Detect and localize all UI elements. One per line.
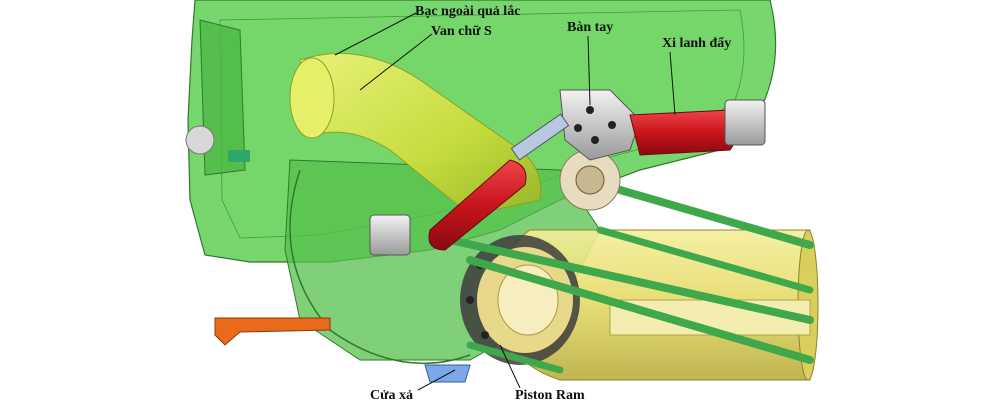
leader-outlet	[417, 369, 456, 391]
leader-hand	[587, 35, 591, 106]
label-piston-ram: Piston Ram	[515, 388, 585, 403]
tie-rod-4	[596, 226, 814, 294]
tie-rod-5	[466, 341, 564, 374]
piston-bolt-2	[466, 296, 474, 304]
leader-s-valve	[359, 33, 433, 91]
hand-bolt-4	[574, 124, 582, 132]
bearing-inner	[575, 165, 605, 195]
piston-bolt-3	[481, 331, 489, 339]
label-s-valve: Van chữ S	[431, 24, 492, 39]
push-cylinder-left	[428, 159, 527, 251]
label-outlet: Cửa xả	[370, 388, 414, 403]
left-wheel	[185, 125, 215, 155]
tie-rod-2	[466, 256, 814, 364]
hand-bolt-3	[591, 136, 599, 144]
label-push-cylinder: Xi lanh đẩy	[662, 36, 732, 51]
tie-rod-3	[616, 186, 814, 249]
leader-piston-ram	[499, 344, 521, 389]
leader-push-cylinder	[669, 51, 676, 116]
leader-outer-bushing	[334, 12, 417, 56]
s-valve-mouth	[289, 57, 335, 139]
flange-tab	[228, 150, 250, 162]
cylinder-left-rod	[510, 113, 570, 161]
tie-rod-1	[446, 236, 814, 324]
cylinder-left-mount	[369, 214, 411, 256]
s-valve-tube	[299, 52, 542, 216]
hand-plate	[559, 89, 641, 161]
cylinder-right-end	[724, 99, 766, 146]
push-cylinder-right	[629, 109, 738, 156]
orange-lever	[214, 317, 331, 346]
label-outer-bushing: Bạc ngoài quả lắc	[415, 4, 521, 19]
label-hand: Bàn tay	[567, 20, 614, 35]
hand-bolt-1	[586, 106, 594, 114]
hand-bolt-2	[608, 121, 616, 129]
